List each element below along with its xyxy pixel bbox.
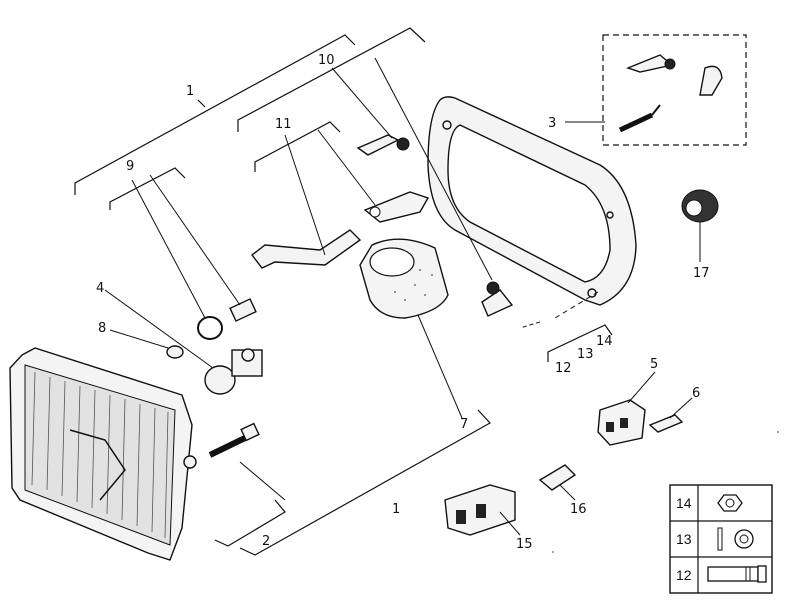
callout-10: 10 (318, 53, 335, 68)
headlamp-housing-frame (427, 96, 637, 306)
frame-clip (481, 281, 514, 317)
bracket-2 (214, 499, 286, 547)
leader-lines (104, 57, 701, 536)
main-bulb (204, 348, 263, 395)
adjusting-screw (208, 422, 260, 458)
bracket-1-bottom (239, 409, 491, 556)
bracket-9 (109, 167, 186, 210)
callout-3: 3 (548, 116, 556, 131)
callout-1-top: 1 (186, 84, 194, 99)
bracket-1-top (74, 34, 356, 195)
clip-16 (538, 464, 577, 491)
callout-4: 4 (96, 281, 104, 296)
callout-17: 17 (693, 266, 710, 281)
bracket-upper-assembly (237, 27, 426, 132)
callout-5: 5 (650, 357, 658, 372)
callout-14: 14 (596, 334, 613, 349)
connector-5 (597, 399, 646, 446)
callout-12: 12 (555, 361, 572, 376)
callout-labels: 1 1 2 3 4 5 6 7 8 9 10 11 12 13 14 15 16… (96, 53, 710, 552)
bolt-icon (707, 565, 767, 583)
adjuster-lever (251, 191, 430, 269)
bulb-socket-ring (197, 316, 223, 340)
legend-row-13-number: 13 (676, 531, 692, 547)
legend-row-14-number: 14 (676, 495, 692, 511)
bracket-12-13-14 (547, 324, 613, 362)
callout-15: 15 (516, 537, 533, 552)
callout-1-bottom: 1 (392, 502, 400, 517)
callout-2: 2 (262, 534, 270, 549)
callout-9: 9 (126, 159, 134, 174)
connector-15 (444, 484, 516, 536)
nut-icon (717, 494, 743, 512)
callout-13: 13 (577, 347, 594, 362)
speck (777, 431, 779, 433)
speck (552, 551, 554, 553)
bracket-11 (254, 121, 341, 172)
clip-6 (648, 414, 684, 433)
headlamp-lens (9, 347, 197, 561)
callout-6: 6 (692, 386, 700, 401)
callout-7: 7 (460, 417, 468, 432)
callout-8: 8 (98, 321, 106, 336)
side-bulb (166, 345, 184, 359)
bulb-holder-cover (359, 238, 449, 319)
clip-10 (356, 134, 410, 156)
fastener-legend-table: 14 13 12 (669, 484, 773, 594)
fixing-kit-box (602, 34, 747, 146)
washer-icon (717, 527, 754, 551)
callout-11: 11 (275, 117, 292, 132)
callout-16: 16 (570, 502, 587, 517)
bulb-socket-pin (229, 298, 257, 322)
grommet (681, 189, 719, 223)
legend-row-12-number: 12 (676, 567, 692, 583)
